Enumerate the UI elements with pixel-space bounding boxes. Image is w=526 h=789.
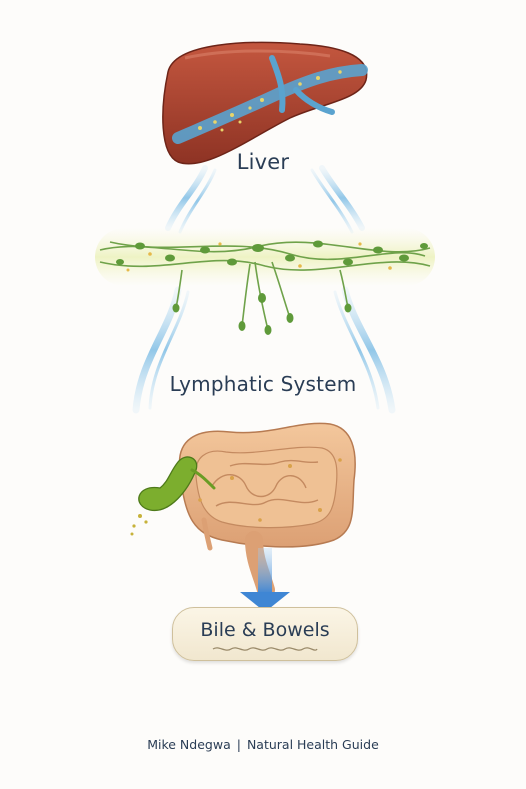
bile-bowels-box: Bile & Bowels: [172, 607, 358, 661]
lymph-network-icon: [95, 228, 435, 335]
footer-author: Mike Ndegwa: [147, 737, 231, 752]
down-arrow-icon: [240, 548, 290, 612]
bile-bowels-label: Bile & Bowels: [200, 619, 330, 641]
liver-icon: [162, 41, 368, 165]
intestines-icon: [178, 422, 356, 599]
squiggle-decoration: [212, 647, 318, 651]
lymphatic-system-label: Lymphatic System: [169, 372, 357, 396]
gallbladder-icon: [130, 456, 216, 536]
footer-publication: Natural Health Guide: [246, 737, 379, 752]
footer-credit: Mike Ndegwa | Natural Health Guide: [0, 737, 526, 752]
footer-separator: |: [236, 737, 241, 752]
liver-label: Liver: [236, 150, 290, 174]
fluid-flow-streams: [132, 165, 396, 414]
